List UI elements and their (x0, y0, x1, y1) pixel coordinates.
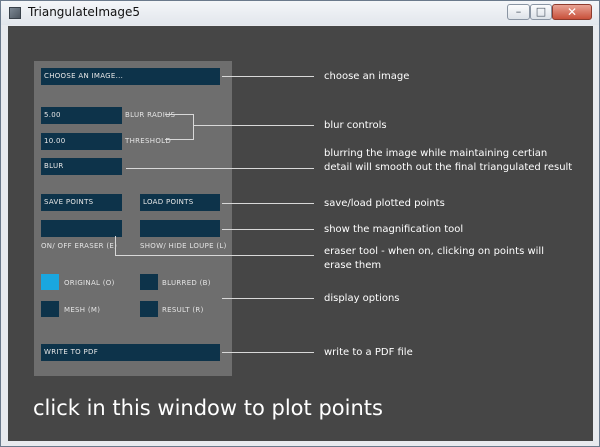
leader-line-blur-radius (165, 114, 193, 115)
original-checkbox[interactable] (41, 274, 59, 290)
plot-canvas[interactable]: CHOOSE AN IMAGE... 5.00 BLUR RADIUS 10.0… (8, 26, 593, 441)
leader-line-display (222, 298, 314, 299)
leader-line-eraser-drop (115, 236, 116, 256)
loupe-toggle[interactable] (140, 220, 220, 237)
threshold-slider[interactable]: 10.00 (41, 133, 122, 150)
blur-button[interactable]: BLUR (41, 158, 122, 175)
blurred-checkbox[interactable] (140, 274, 158, 290)
note-write-pdf: write to a PDF file (324, 347, 413, 358)
footer-instruction: click in this window to plot points (33, 396, 383, 420)
loupe-label: SHOW/ HIDE LOUPE (L) (140, 242, 227, 250)
close-icon: ✕ (566, 5, 578, 19)
maximize-button[interactable]: □ (530, 4, 552, 20)
note-blur-detail: blurring the image while maintaining cer… (324, 148, 573, 173)
leader-line-blur-controls (193, 125, 314, 126)
leader-line-magnify (222, 229, 314, 230)
blur-radius-slider[interactable]: 5.00 (41, 107, 122, 124)
note-eraser: eraser tool - when on, clicking on point… (324, 246, 544, 271)
choose-image-button[interactable]: CHOOSE AN IMAGE... (41, 68, 220, 85)
minimize-button[interactable]: – (507, 4, 530, 20)
threshold-label: THRESHOLD (125, 137, 172, 145)
leader-line-pdf (222, 352, 314, 353)
eraser-label: ON/ OFF ERASER (E) (41, 242, 118, 250)
leader-line-save-load (222, 203, 314, 204)
note-magnify: show the magnification tool (324, 224, 464, 235)
save-points-button[interactable]: SAVE POINTS (41, 194, 122, 211)
close-button[interactable]: ✕ (552, 4, 592, 20)
mesh-label: MESH (M) (64, 306, 101, 314)
result-label: RESULT (R) (162, 306, 204, 314)
original-label: ORIGINAL (O) (64, 279, 115, 287)
note-save-load: save/load plotted points (324, 198, 445, 209)
note-display-options: display options (324, 293, 400, 304)
control-panel: CHOOSE AN IMAGE... 5.00 BLUR RADIUS 10.0… (34, 61, 232, 376)
leader-line-eraser (115, 255, 314, 256)
leader-bracket-blur (193, 114, 194, 140)
note-blur-controls: blur controls (324, 120, 387, 131)
leader-line-blur-note (126, 168, 314, 169)
app-icon (9, 7, 21, 19)
mesh-checkbox[interactable] (41, 301, 59, 317)
maximize-icon: □ (535, 5, 547, 18)
leader-line-threshold (165, 139, 193, 140)
note-choose-image: choose an image (324, 71, 410, 82)
result-checkbox[interactable] (140, 301, 158, 317)
title-bar[interactable]: TriangulateImage5 – □ ✕ (1, 1, 599, 25)
minimize-icon: – (515, 5, 522, 18)
eraser-toggle[interactable] (41, 220, 122, 237)
load-points-button[interactable]: LOAD POINTS (140, 194, 220, 211)
blur-radius-label: BLUR RADIUS (125, 111, 176, 119)
leader-line-choose (222, 76, 314, 77)
blurred-label: BLURRED (B) (162, 279, 211, 287)
write-pdf-button[interactable]: WRITE TO PDF (41, 344, 220, 361)
window-title: TriangulateImage5 (28, 5, 141, 19)
